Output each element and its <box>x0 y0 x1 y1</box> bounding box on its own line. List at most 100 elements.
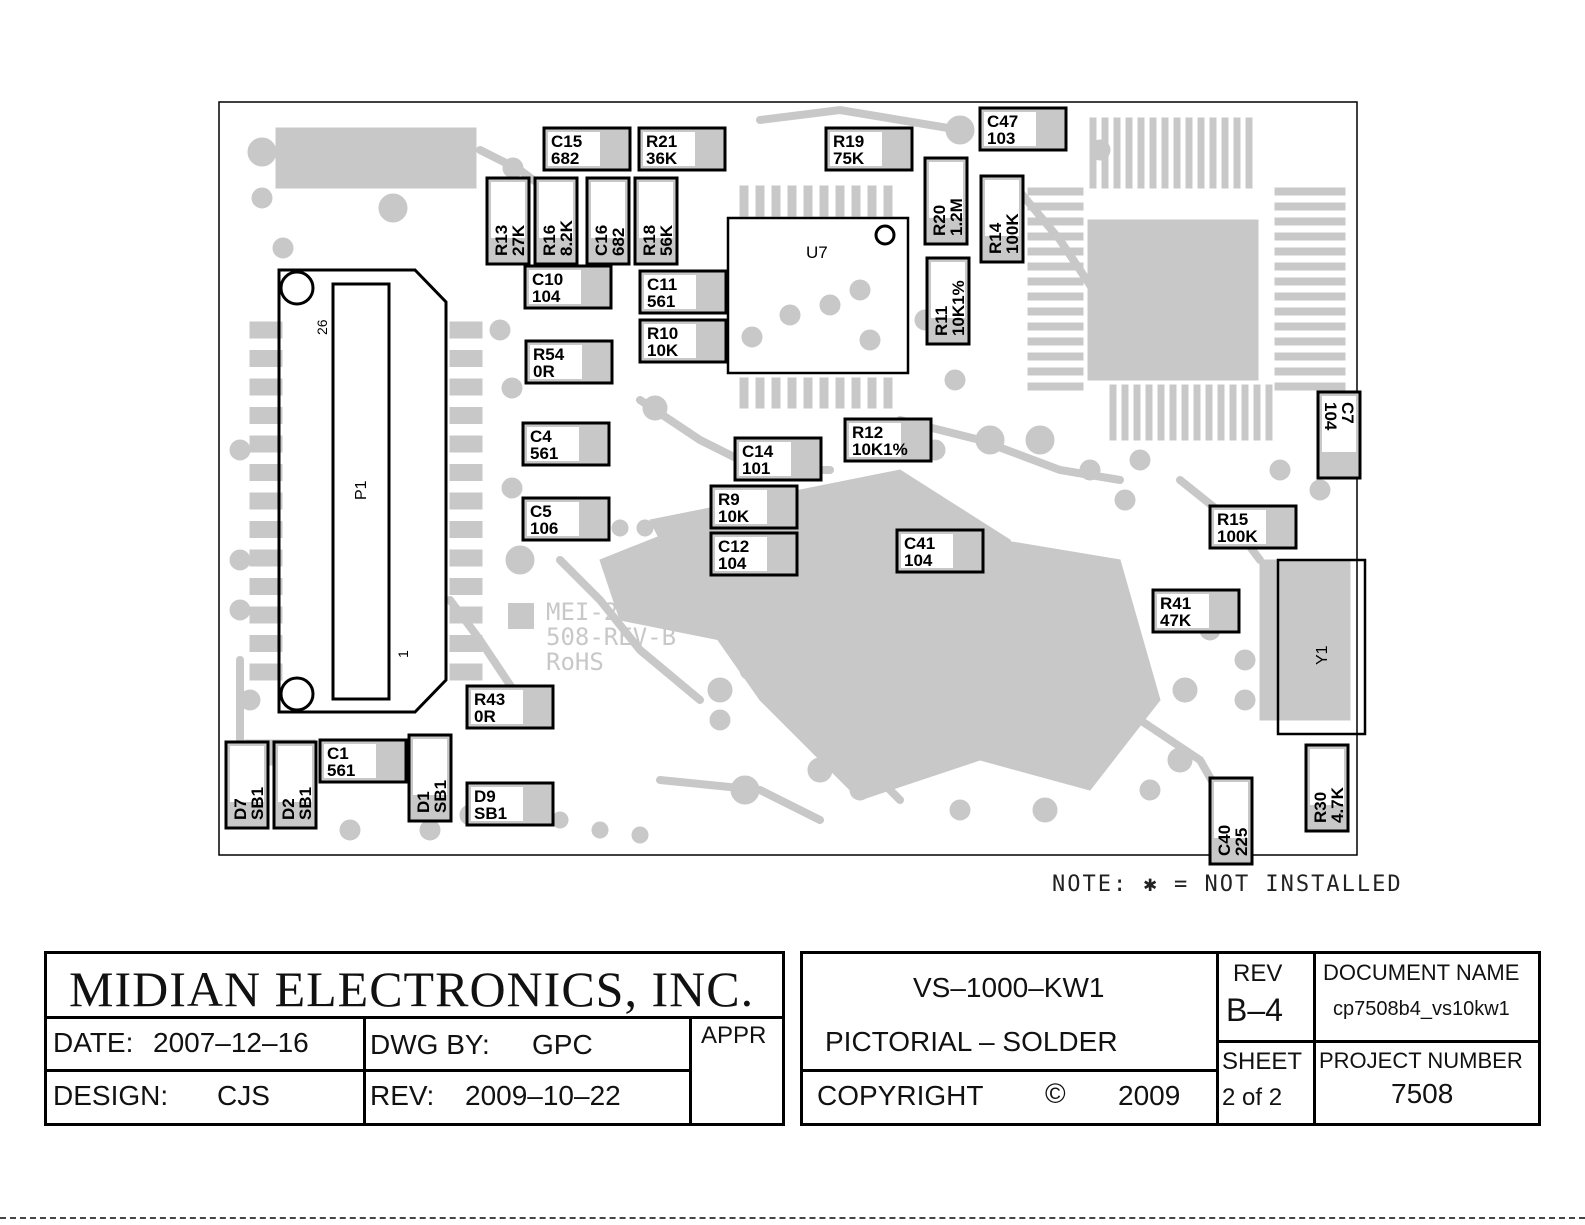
value-d2: SB1 <box>296 787 315 820</box>
design-label: DESIGN: <box>53 1080 169 1111</box>
ref-c11: C11 <box>647 275 677 294</box>
title-block-right: VS‒1000‒KW1 PICTORIAL ‒ SOLDER COPYRIGHT… <box>800 951 1541 1126</box>
rev-heading: REV <box>1233 960 1283 987</box>
ref-c4: C4 <box>530 427 552 446</box>
value-c40: 225 <box>1232 828 1251 856</box>
ref-c41: C41 <box>904 534 935 553</box>
sheet-value: 2 of 2 <box>1222 1084 1283 1111</box>
pad-c14 <box>795 443 816 475</box>
copyright-year: 2009 <box>1118 1080 1181 1111</box>
drawing-subtitle: PICTORIAL ‒ SOLDER <box>825 1026 1118 1057</box>
copyright-symbol: © <box>1045 1078 1066 1109</box>
ref-c15: C15 <box>551 132 582 151</box>
value-r41: 47K <box>1160 611 1192 630</box>
label-bg-c41 <box>901 534 953 568</box>
ref-r21: R21 <box>646 132 677 151</box>
left-col-divider-2 <box>689 1016 692 1123</box>
pad-r43 <box>527 691 548 723</box>
value-d7: SB1 <box>248 787 267 820</box>
label-bg-c11 <box>644 275 696 309</box>
value-r12: 10K1% <box>852 440 908 459</box>
label-bg-r16 <box>539 182 573 238</box>
label-bg-c1 <box>324 744 376 778</box>
label-bg-d7 <box>230 746 264 802</box>
left-col-divider-1 <box>363 1016 366 1123</box>
doc-name-value: cp7508b4_vs10kw1 <box>1333 998 1510 1020</box>
marking-line-3: RoHS <box>546 648 604 676</box>
pad-c11 <box>700 276 721 308</box>
value-r20: 1.2M <box>947 198 966 236</box>
ref-r10: R10 <box>647 324 678 343</box>
design-value: CJS <box>217 1080 270 1111</box>
label-bg-r54 <box>530 345 582 379</box>
board-marking: MEI-2008 508-REV-B RoHS <box>508 598 676 676</box>
ref-r41: R41 <box>1160 594 1191 613</box>
label-bg-r12 <box>849 423 901 457</box>
ref-r11: R11 <box>932 306 951 336</box>
ic-u7: U7 <box>726 216 910 375</box>
ref-r16: R16 <box>540 225 559 256</box>
label-bg-r41 <box>1157 594 1209 628</box>
title-block-left: MIDIAN ELECTRONICS, INC. DATE: 2007‒12‒1… <box>44 951 785 1126</box>
label-bg-c5 <box>527 502 579 536</box>
ref-r19: R19 <box>833 132 864 151</box>
label-bg-c47 <box>984 112 1036 146</box>
ref-r20: R20 <box>930 205 949 236</box>
company-name: MIDIAN ELECTRONICS, INC. <box>69 961 755 1017</box>
copyright-label: COPYRIGHT <box>817 1080 984 1111</box>
pad-r10 <box>700 325 721 357</box>
connector-p1: P1 26 1 <box>277 268 448 714</box>
value-r15: 100K <box>1217 527 1258 546</box>
label-bg-r19 <box>830 132 882 166</box>
ref-d7: D7 <box>231 798 250 820</box>
pcb-drawing: MEI-2008 508-REV-B RoHS P1 26 1 U7 Y1 C1… <box>218 101 1367 866</box>
value-c47: 103 <box>987 129 1015 148</box>
value-r13: 27K <box>509 224 528 256</box>
ref-c40: C40 <box>1215 825 1234 856</box>
date-value: 2007‒12‒16 <box>153 1027 309 1058</box>
pad-d9 <box>527 788 548 820</box>
left-row-divider-2 <box>47 1069 689 1072</box>
ref-r54: R54 <box>533 345 565 364</box>
label-bg-d1 <box>413 739 447 795</box>
ref-r15: R15 <box>1217 510 1248 529</box>
label-bg-c40 <box>1214 782 1248 838</box>
dwg-by-label: DWG BY: <box>370 1029 490 1060</box>
label-bg-r18 <box>639 182 673 238</box>
pad-r41 <box>1213 595 1234 627</box>
appr-label: APPR <box>701 1022 767 1049</box>
ref-c47: C47 <box>987 112 1018 131</box>
ref-c14: C14 <box>742 442 774 461</box>
value-r54: 0R <box>533 362 555 381</box>
pad-c4 <box>583 428 604 460</box>
pad-r12 <box>905 424 926 456</box>
sheet-heading: SHEET <box>1222 1048 1303 1075</box>
date-label: DATE: <box>53 1027 134 1058</box>
ref-c1: C1 <box>327 744 349 763</box>
ref-r9: R9 <box>718 490 740 509</box>
value-r30: 4.7K <box>1328 786 1347 823</box>
label-bg-r10 <box>644 324 696 358</box>
value-r9: 10K <box>718 507 750 526</box>
ref-r30: R30 <box>1311 792 1330 823</box>
value-c7: 104 <box>1321 402 1340 431</box>
ref-c5: C5 <box>530 502 552 521</box>
